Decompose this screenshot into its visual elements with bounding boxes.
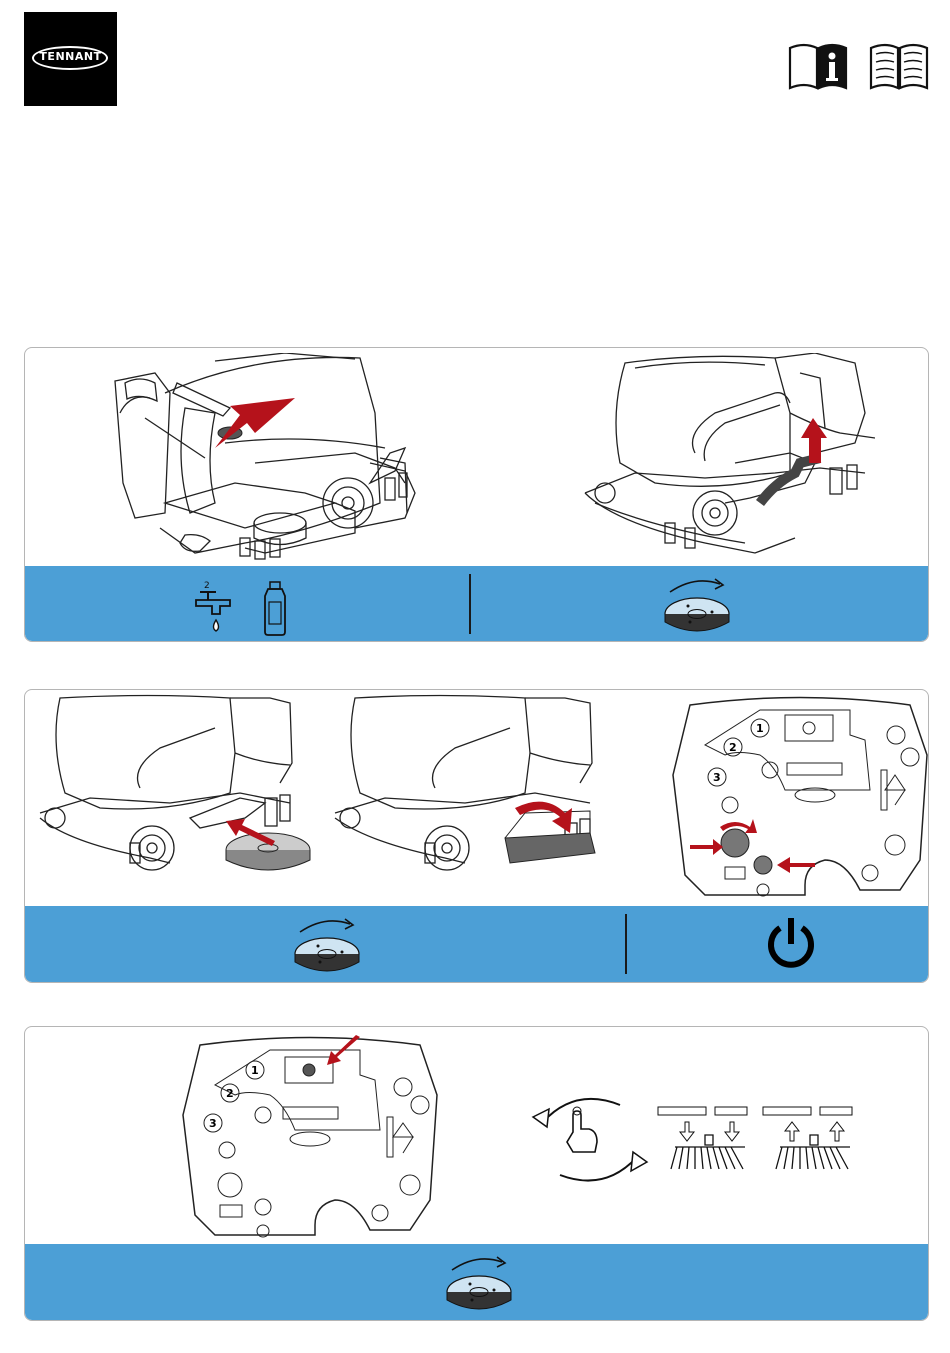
- step-3-panel: 1 2 3: [24, 1026, 929, 1321]
- power-icon: [765, 918, 817, 972]
- press-cycle-diagram: [525, 1087, 855, 1197]
- brush-install-illustration: [30, 693, 330, 903]
- band-divider: [625, 914, 627, 974]
- manual-info-icon: [787, 42, 849, 90]
- control-panel-illustration: 1 2 3: [175, 1035, 445, 1245]
- svg-text:2: 2: [226, 1087, 234, 1100]
- water-tap-icon: 2: [190, 578, 240, 636]
- svg-text:3: 3: [209, 1117, 217, 1130]
- logo-text: TENNANT: [24, 50, 117, 63]
- step-1-panel: 2: [24, 347, 929, 642]
- step-1-band: 2: [25, 566, 928, 641]
- brush-rotate-icon: [442, 1248, 517, 1318]
- detergent-bottle-icon: [260, 580, 290, 638]
- svg-text:3: 3: [713, 771, 721, 784]
- tennant-logo: TENNANT: [24, 12, 117, 106]
- step-2-panel: 1 2 3: [24, 689, 929, 983]
- machine-fill-illustration: [105, 353, 485, 563]
- brush-cover-illustration: [330, 693, 630, 903]
- svg-text:2: 2: [204, 581, 210, 591]
- control-panel-illustration: 1 2 3: [665, 695, 929, 905]
- svg-text:1: 1: [251, 1064, 259, 1077]
- svg-text:2: 2: [729, 741, 737, 754]
- manual-book-icon: [868, 42, 930, 90]
- band-divider: [469, 574, 471, 634]
- brush-rotate-icon: [290, 910, 365, 980]
- step-3-band: [25, 1244, 928, 1320]
- machine-drain-illustration: [575, 353, 875, 563]
- step-2-band: [25, 906, 928, 982]
- svg-text:1: 1: [756, 722, 764, 735]
- brush-rotate-icon: [660, 570, 735, 640]
